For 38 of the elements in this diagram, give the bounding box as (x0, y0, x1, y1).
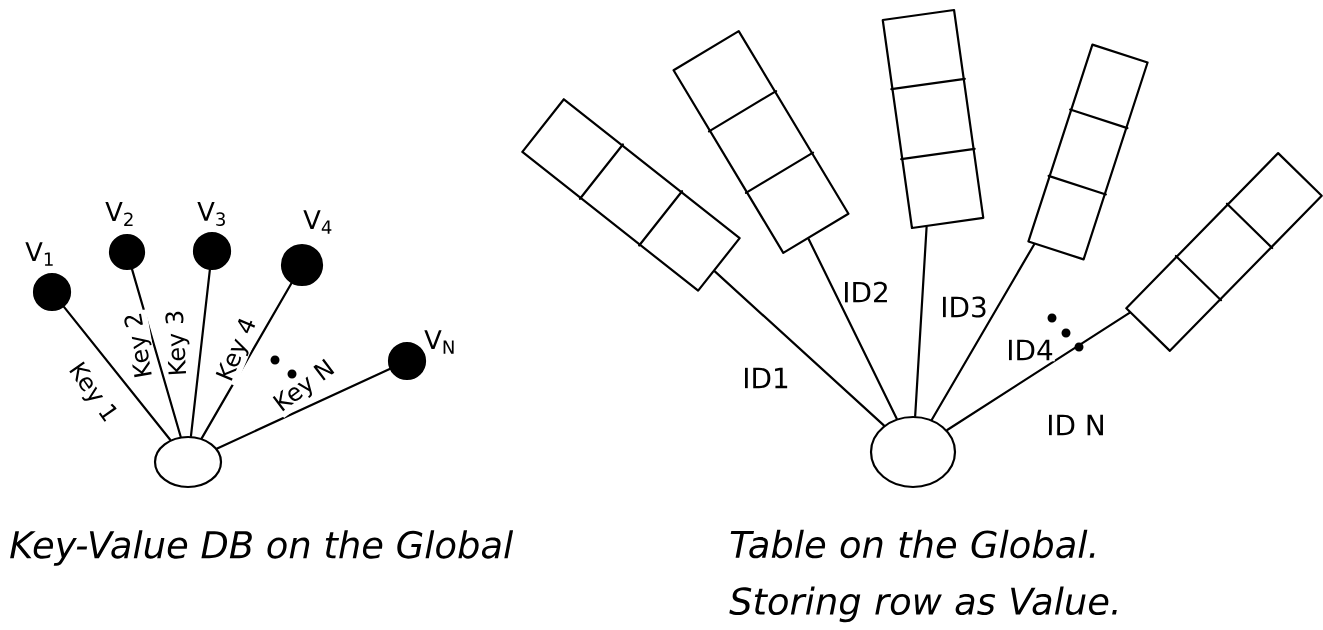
connector-line (200, 282, 293, 440)
edge-label: ID2 (841, 280, 891, 304)
root-ellipse (869, 415, 957, 489)
table-box (1027, 43, 1149, 261)
table-box (881, 8, 985, 230)
table-box (672, 30, 850, 254)
connector-line (130, 268, 182, 438)
value-label: V$_{N}$ (424, 330, 454, 354)
connector-line (216, 367, 391, 450)
connector-line (930, 243, 1036, 421)
edge-label: Key 3 (163, 308, 193, 378)
edge-label: ID N (1045, 413, 1107, 437)
edge-label: ID1 (741, 366, 791, 390)
table-box (521, 98, 741, 292)
edge-label: ID4 (1005, 338, 1055, 362)
connector-line (713, 270, 885, 427)
value-dot (192, 231, 232, 271)
root-ellipse (153, 435, 223, 489)
value-label: V$_{2}$ (105, 202, 133, 226)
connector-line (189, 268, 211, 438)
value-dot (280, 243, 324, 287)
edge-label: ID3 (939, 295, 989, 319)
value-label: V$_{3}$ (197, 201, 225, 226)
connector-line (914, 225, 928, 418)
value-dot (32, 272, 72, 312)
edge-label: Key 4 (213, 313, 263, 387)
value-label: V$_{4}$ (303, 210, 332, 234)
value-dot (108, 233, 146, 271)
edge-label: Key 1 (62, 358, 122, 428)
connector-line (946, 311, 1131, 432)
edge-label: Key 2 (121, 309, 159, 381)
table-box (1125, 152, 1323, 352)
connector-line (807, 237, 898, 420)
caption: Table on the Global. Storing row as Value. (729, 529, 1117, 623)
caption: Key-Value DB on the Global (10, 530, 514, 566)
value-label: V$_{1}$ (25, 242, 53, 266)
edge-label: Key N (269, 355, 341, 419)
connector-line (62, 305, 172, 441)
